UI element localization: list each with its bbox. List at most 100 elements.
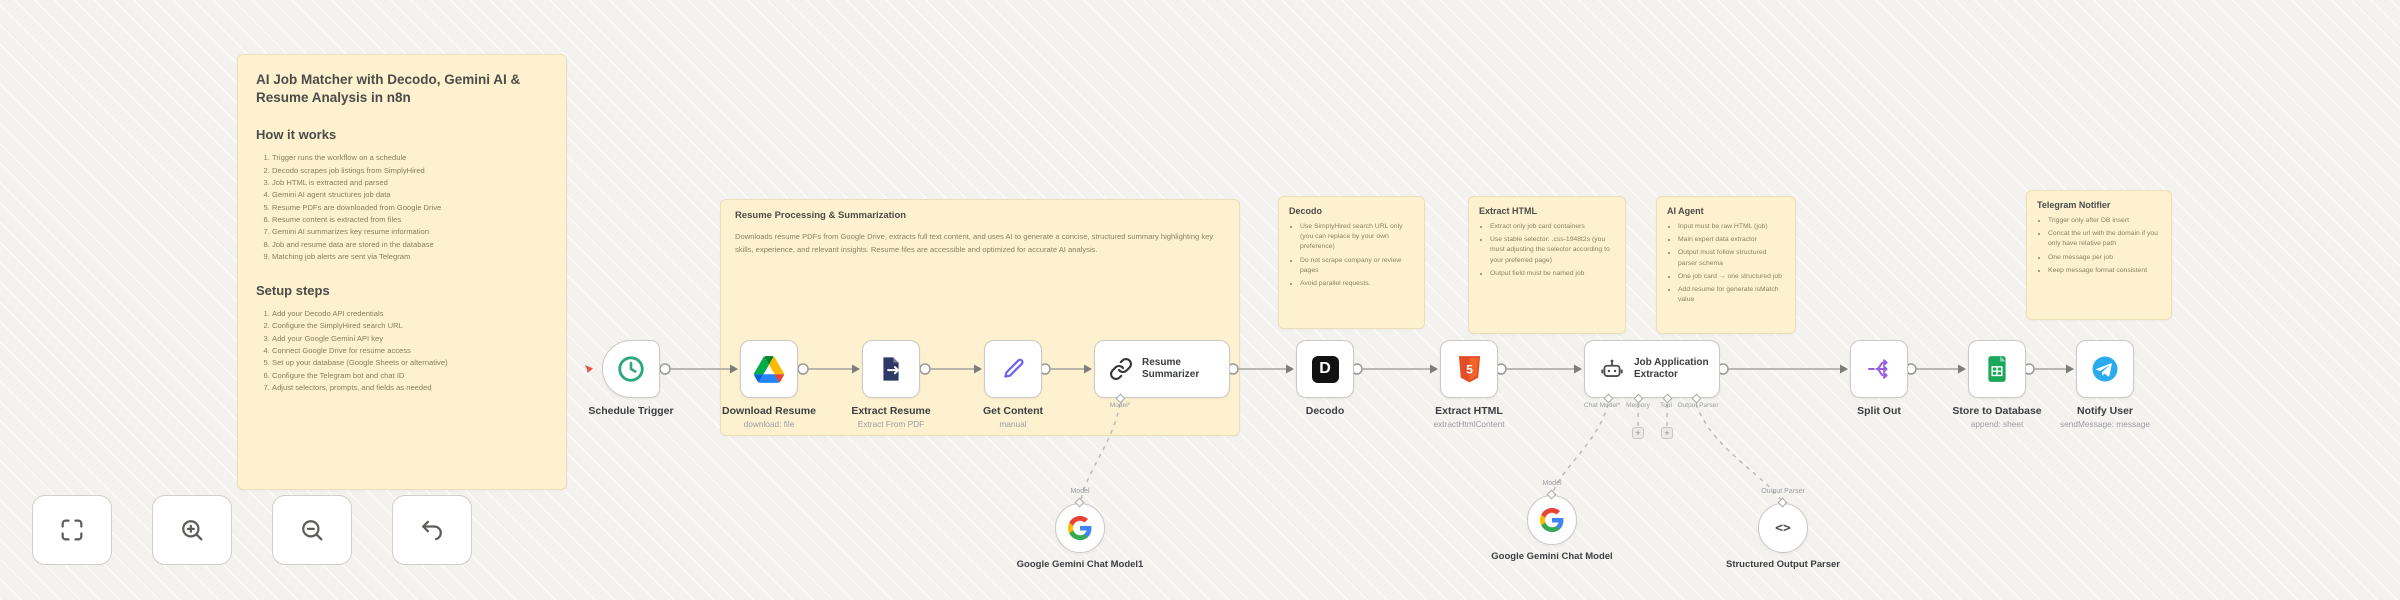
node-label: Job Application Extractor <box>1634 356 1709 381</box>
port-label: Model* <box>1109 402 1131 409</box>
code-brackets-icon: <> <box>1775 520 1791 536</box>
fit-view-icon <box>61 519 83 541</box>
how-item: Trigger runs the workflow on a schedule <box>272 152 548 164</box>
sticky-note-decodo[interactable]: Decodo Use SimplyHired search URL only (… <box>1278 196 1425 329</box>
node-extract-html[interactable]: 5 <box>1440 340 1498 398</box>
robot-agent-icon <box>1599 356 1625 382</box>
how-item: Gemini AI agent structures job data <box>272 189 548 201</box>
port-label: Chat Model* <box>1583 402 1621 409</box>
node-label: Download Resume download: file <box>722 405 816 429</box>
bullet: Main expert data extractor <box>1678 235 1785 245</box>
node-google-gemini-chat-model[interactable]: Model Google Gemini Chat Model <box>1491 480 1612 562</box>
how-item: Decodo scrapes job listings from SimplyH… <box>272 165 548 177</box>
port-label: Output Parser <box>1761 488 1805 495</box>
how-item: Job HTML is extracted and parsed <box>272 177 548 189</box>
google-g-icon <box>1540 508 1564 532</box>
decodo-icon: D <box>1311 355 1339 383</box>
port-label: Tool <box>1659 402 1673 409</box>
sticky-note-ai-agent[interactable]: AI Agent Input must be raw HTML (job) Ma… <box>1656 196 1796 334</box>
node-download-resume[interactable] <box>740 340 798 398</box>
bullet: Use SimplyHired search URL only (you can… <box>1300 222 1414 253</box>
sticky-note-extract-html[interactable]: Extract HTML Extract only job card conta… <box>1468 196 1626 334</box>
setup-item: Connect Google Drive for resume access <box>272 345 548 357</box>
node-label: Schedule Trigger <box>588 405 674 417</box>
bullet: Output field must be named job <box>1490 269 1615 279</box>
google-g-icon <box>1068 516 1092 540</box>
node-label: Extract HTML extractHtmlContent <box>1433 405 1505 429</box>
zoom-out-button[interactable] <box>272 495 352 565</box>
how-item: Resume content is extracted from files <box>272 214 548 226</box>
node-subtitle: Extract From PDF <box>857 419 925 429</box>
node-subtitle: append: sheet <box>1970 419 2024 429</box>
fit-view-button[interactable] <box>32 495 112 565</box>
sticky-bullets: Use SimplyHired search URL only (you can… <box>1300 222 1414 289</box>
clock-icon <box>616 354 646 384</box>
setup-steps-list: Add your Decodo API credentials Configur… <box>272 308 548 394</box>
node-get-content[interactable] <box>984 340 1042 398</box>
node-google-gemini-chat-model1[interactable]: Model Google Gemini Chat Model1 <box>1017 488 1144 570</box>
node-label: Store to Database append: sheet <box>1952 405 2042 429</box>
manual-run-marker-icon <box>583 362 596 380</box>
sticky-title: Telegram Notifier <box>2037 200 2111 210</box>
port-label: Memory <box>1626 402 1650 409</box>
port-label: Model <box>1542 480 1562 487</box>
node-subtitle: manual <box>999 419 1027 429</box>
google-sheets-icon <box>1984 355 2010 383</box>
node-label: Google Gemini Chat Model1 <box>1016 559 1144 570</box>
port-label: Model <box>1070 488 1090 495</box>
node-job-application-extractor[interactable]: Job Application Extractor <box>1584 340 1720 404</box>
chain-link-icon <box>1109 357 1133 381</box>
sticky-title: AI Agent <box>1667 206 1704 216</box>
bullet: Do not scrape company or review pages <box>1300 256 1414 276</box>
sticky-body: Downloads resume PDFs from Google Drive,… <box>735 232 1214 254</box>
sticky-note-main[interactable]: AI Job Matcher with Decodo, Gemini AI & … <box>237 54 567 490</box>
node-resume-summarizer[interactable]: Resume Summarizer <box>1094 340 1230 404</box>
bullet: Keep message format consistent <box>2048 266 2161 276</box>
node-structured-output-parser[interactable]: Output Parser <> Structured Output Parse… <box>1726 488 1840 570</box>
sticky-note-telegram-notifier[interactable]: Telegram Notifier Trigger only after DB … <box>2026 190 2172 320</box>
pencil-icon <box>999 355 1027 383</box>
bullet: Output must follow structured parser sch… <box>1678 248 1785 268</box>
node-split-out[interactable] <box>1850 340 1908 398</box>
canvas-toolbar <box>32 495 472 565</box>
zoom-in-button[interactable] <box>152 495 232 565</box>
node-label: Get Content manual <box>982 405 1044 429</box>
setup-steps-heading: Setup steps <box>256 283 330 299</box>
node-label: Resume Summarizer <box>1142 356 1200 381</box>
telegram-icon <box>2090 354 2120 384</box>
pdf-file-icon <box>877 355 905 383</box>
add-memory-button[interactable]: + <box>1632 427 1644 439</box>
add-tool-button[interactable]: + <box>1661 427 1673 439</box>
node-decodo[interactable]: D <box>1296 340 1354 398</box>
bullet: Trigger only after DB insert <box>2048 216 2161 226</box>
setup-item: Configure the Telegram bot and chat ID <box>272 370 548 382</box>
node-notify-user[interactable] <box>2076 340 2134 398</box>
port-label: Output Parser <box>1677 402 1719 409</box>
sticky-title: Resume Processing & Summarization <box>735 210 907 221</box>
node-label: Notify User sendMessage: message <box>2060 405 2150 429</box>
bullet: One job card → one structured job <box>1678 272 1785 282</box>
node-label: Split Out <box>1857 405 1901 417</box>
bullet: Use stable selector: .css-1948t2s (you m… <box>1490 235 1615 266</box>
node-subtitle: sendMessage: message <box>2060 419 2150 429</box>
sticky-title: Extract HTML <box>1479 206 1538 216</box>
node-store-to-database[interactable] <box>1968 340 2026 398</box>
node-label: Google Gemini Chat Model <box>1491 551 1613 562</box>
node-extract-resume[interactable] <box>862 340 920 398</box>
bullet: One message per job <box>2048 253 2161 263</box>
node-label: Extract Resume Extract From PDF <box>851 405 931 429</box>
sticky-main-title: AI Job Matcher with Decodo, Gemini AI & … <box>256 72 521 106</box>
node-label: Decodo <box>1305 405 1345 417</box>
how-item: Matching job alerts are sent via Telegra… <box>272 251 548 263</box>
zoom-in-icon <box>182 520 203 541</box>
bullet: Add resume for generate isMatch value <box>1678 285 1785 305</box>
setup-item: Configure the SimplyHired search URL <box>272 320 548 332</box>
setup-item: Add your Decodo API credentials <box>272 308 548 320</box>
node-subtitle: download: file <box>743 419 795 429</box>
sticky-bullets: Trigger only after DB insert Concat the … <box>2048 216 2161 276</box>
undo-button[interactable] <box>392 495 472 565</box>
node-schedule-trigger[interactable] <box>602 340 660 398</box>
node-label: Structured Output Parser <box>1725 559 1841 570</box>
html5-icon: 5 <box>1456 355 1483 384</box>
